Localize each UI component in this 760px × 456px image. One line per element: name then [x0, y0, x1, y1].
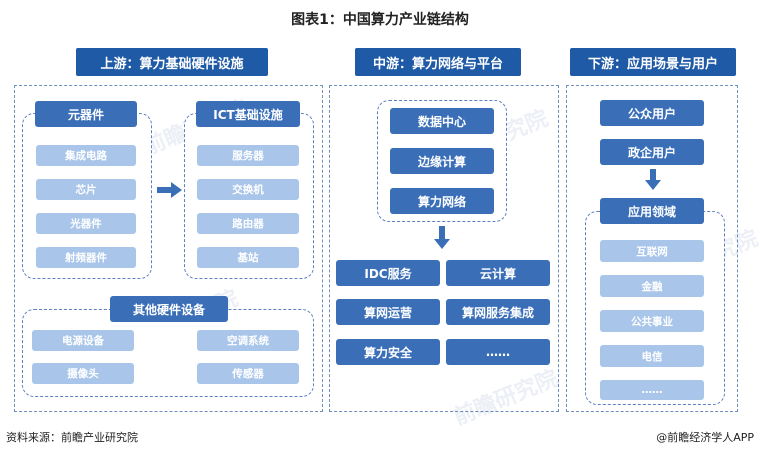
downstream-header: 下游：应用场景与用户 — [570, 48, 736, 76]
other-hardware-item: 摄像头 — [32, 363, 134, 384]
ict-item: 服务器 — [197, 145, 299, 166]
service-item: 算力安全 — [336, 339, 440, 365]
service-item: IDC服务 — [336, 260, 440, 286]
credit-note: @前瞻经济学人APP — [656, 431, 754, 444]
figure-title: 图表1：中国算力产业链结构 — [291, 12, 469, 28]
core-item: 算力网络 — [390, 188, 494, 214]
service-item: 算网运营 — [336, 299, 440, 325]
service-item: 云计算 — [446, 260, 550, 286]
other-hardware-item: 传感器 — [197, 363, 299, 384]
upstream-header: 上游：算力基础硬件设施 — [76, 48, 268, 76]
arrow-down-icon — [434, 226, 450, 249]
core-item: 边缘计算 — [390, 148, 494, 174]
service-item: 算网服务集成 — [446, 299, 550, 325]
field-item: 公共事业 — [600, 310, 704, 332]
component-item: 光器件 — [36, 213, 136, 234]
component-item: 集成电路 — [36, 145, 136, 166]
user-item: 政企用户 — [600, 139, 704, 165]
application-fields-label: 应用领域 — [600, 198, 704, 224]
component-item: 芯片 — [36, 179, 136, 200]
field-item: 金融 — [600, 275, 704, 297]
field-item: …… — [600, 380, 704, 400]
arrow-down-icon — [645, 169, 661, 190]
ict-item: 基站 — [197, 247, 299, 268]
ict-label: ICT基础设施 — [196, 101, 300, 127]
ict-item: 交换机 — [197, 179, 299, 200]
field-item: 互联网 — [600, 240, 704, 262]
source-note: 资料来源：前瞻产业研究院 — [6, 431, 138, 444]
field-item: 电信 — [600, 345, 704, 367]
user-item: 公众用户 — [600, 100, 704, 126]
arrow-right-icon — [157, 182, 182, 198]
midstream-header: 中游：算力网络与平台 — [355, 48, 521, 76]
components-label: 元器件 — [35, 101, 137, 127]
ict-item: 路由器 — [197, 213, 299, 234]
core-item: 数据中心 — [390, 108, 494, 134]
component-item: 射频器件 — [36, 247, 136, 268]
service-item: …… — [446, 339, 550, 365]
other-hardware-item: 空调系统 — [197, 330, 299, 351]
other-hardware-item: 电源设备 — [32, 330, 134, 351]
other-hardware-label: 其他硬件设备 — [110, 296, 228, 322]
